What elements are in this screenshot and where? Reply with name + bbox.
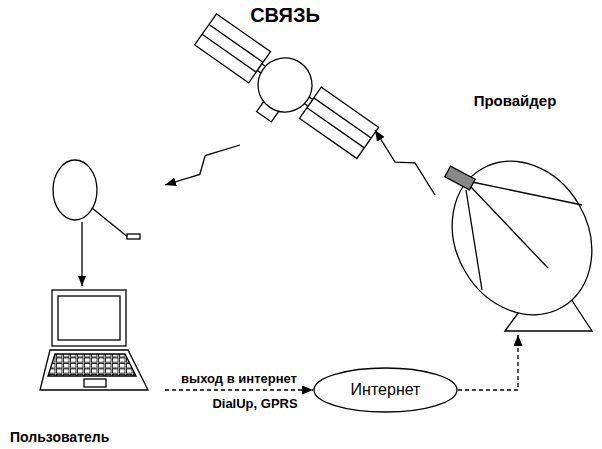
user-node: Пользователь bbox=[5, 160, 165, 447]
satellite-body bbox=[247, 47, 322, 122]
user-equipment bbox=[40, 160, 148, 390]
node-label: СВЯЗЬ bbox=[248, 4, 322, 27]
ellipse-outline bbox=[314, 368, 457, 412]
dish-feed bbox=[445, 166, 475, 190]
connector bbox=[165, 389, 313, 390]
user-dish bbox=[53, 160, 97, 220]
connector bbox=[165, 145, 240, 185]
satellite bbox=[184, 7, 383, 174]
solar-panel bbox=[299, 87, 378, 158]
connector bbox=[458, 335, 518, 390]
internet-node: Интернет bbox=[313, 367, 458, 413]
link-type-label: DialUp, GPRS bbox=[210, 396, 299, 411]
panel-line bbox=[202, 34, 256, 72]
laptop-touchpad bbox=[84, 379, 106, 387]
node-label: Интернет bbox=[349, 381, 423, 399]
feed-arm bbox=[470, 186, 548, 268]
panel-line bbox=[209, 24, 263, 62]
dish-reflector bbox=[425, 136, 602, 341]
connector-label: выход в интернет bbox=[179, 371, 299, 386]
satellite-node: СВЯЗЬ bbox=[195, 2, 375, 145]
dish-feed bbox=[127, 234, 140, 239]
laptop-screen bbox=[52, 290, 126, 346]
node-label: Провайдер bbox=[472, 92, 559, 109]
laptop-display bbox=[58, 296, 120, 340]
provider-dish bbox=[425, 136, 602, 341]
feed-arm bbox=[466, 190, 482, 290]
connector bbox=[375, 130, 435, 195]
provider-node: Провайдер bbox=[435, 90, 595, 335]
node-label: Пользователь bbox=[8, 429, 111, 445]
cable-arrow bbox=[81, 222, 82, 286]
laptop-base bbox=[40, 350, 148, 390]
panel-line bbox=[307, 108, 364, 148]
dish-feed-arm bbox=[92, 208, 129, 238]
feed-arm bbox=[472, 182, 582, 205]
laptop-keyboard bbox=[48, 354, 136, 376]
